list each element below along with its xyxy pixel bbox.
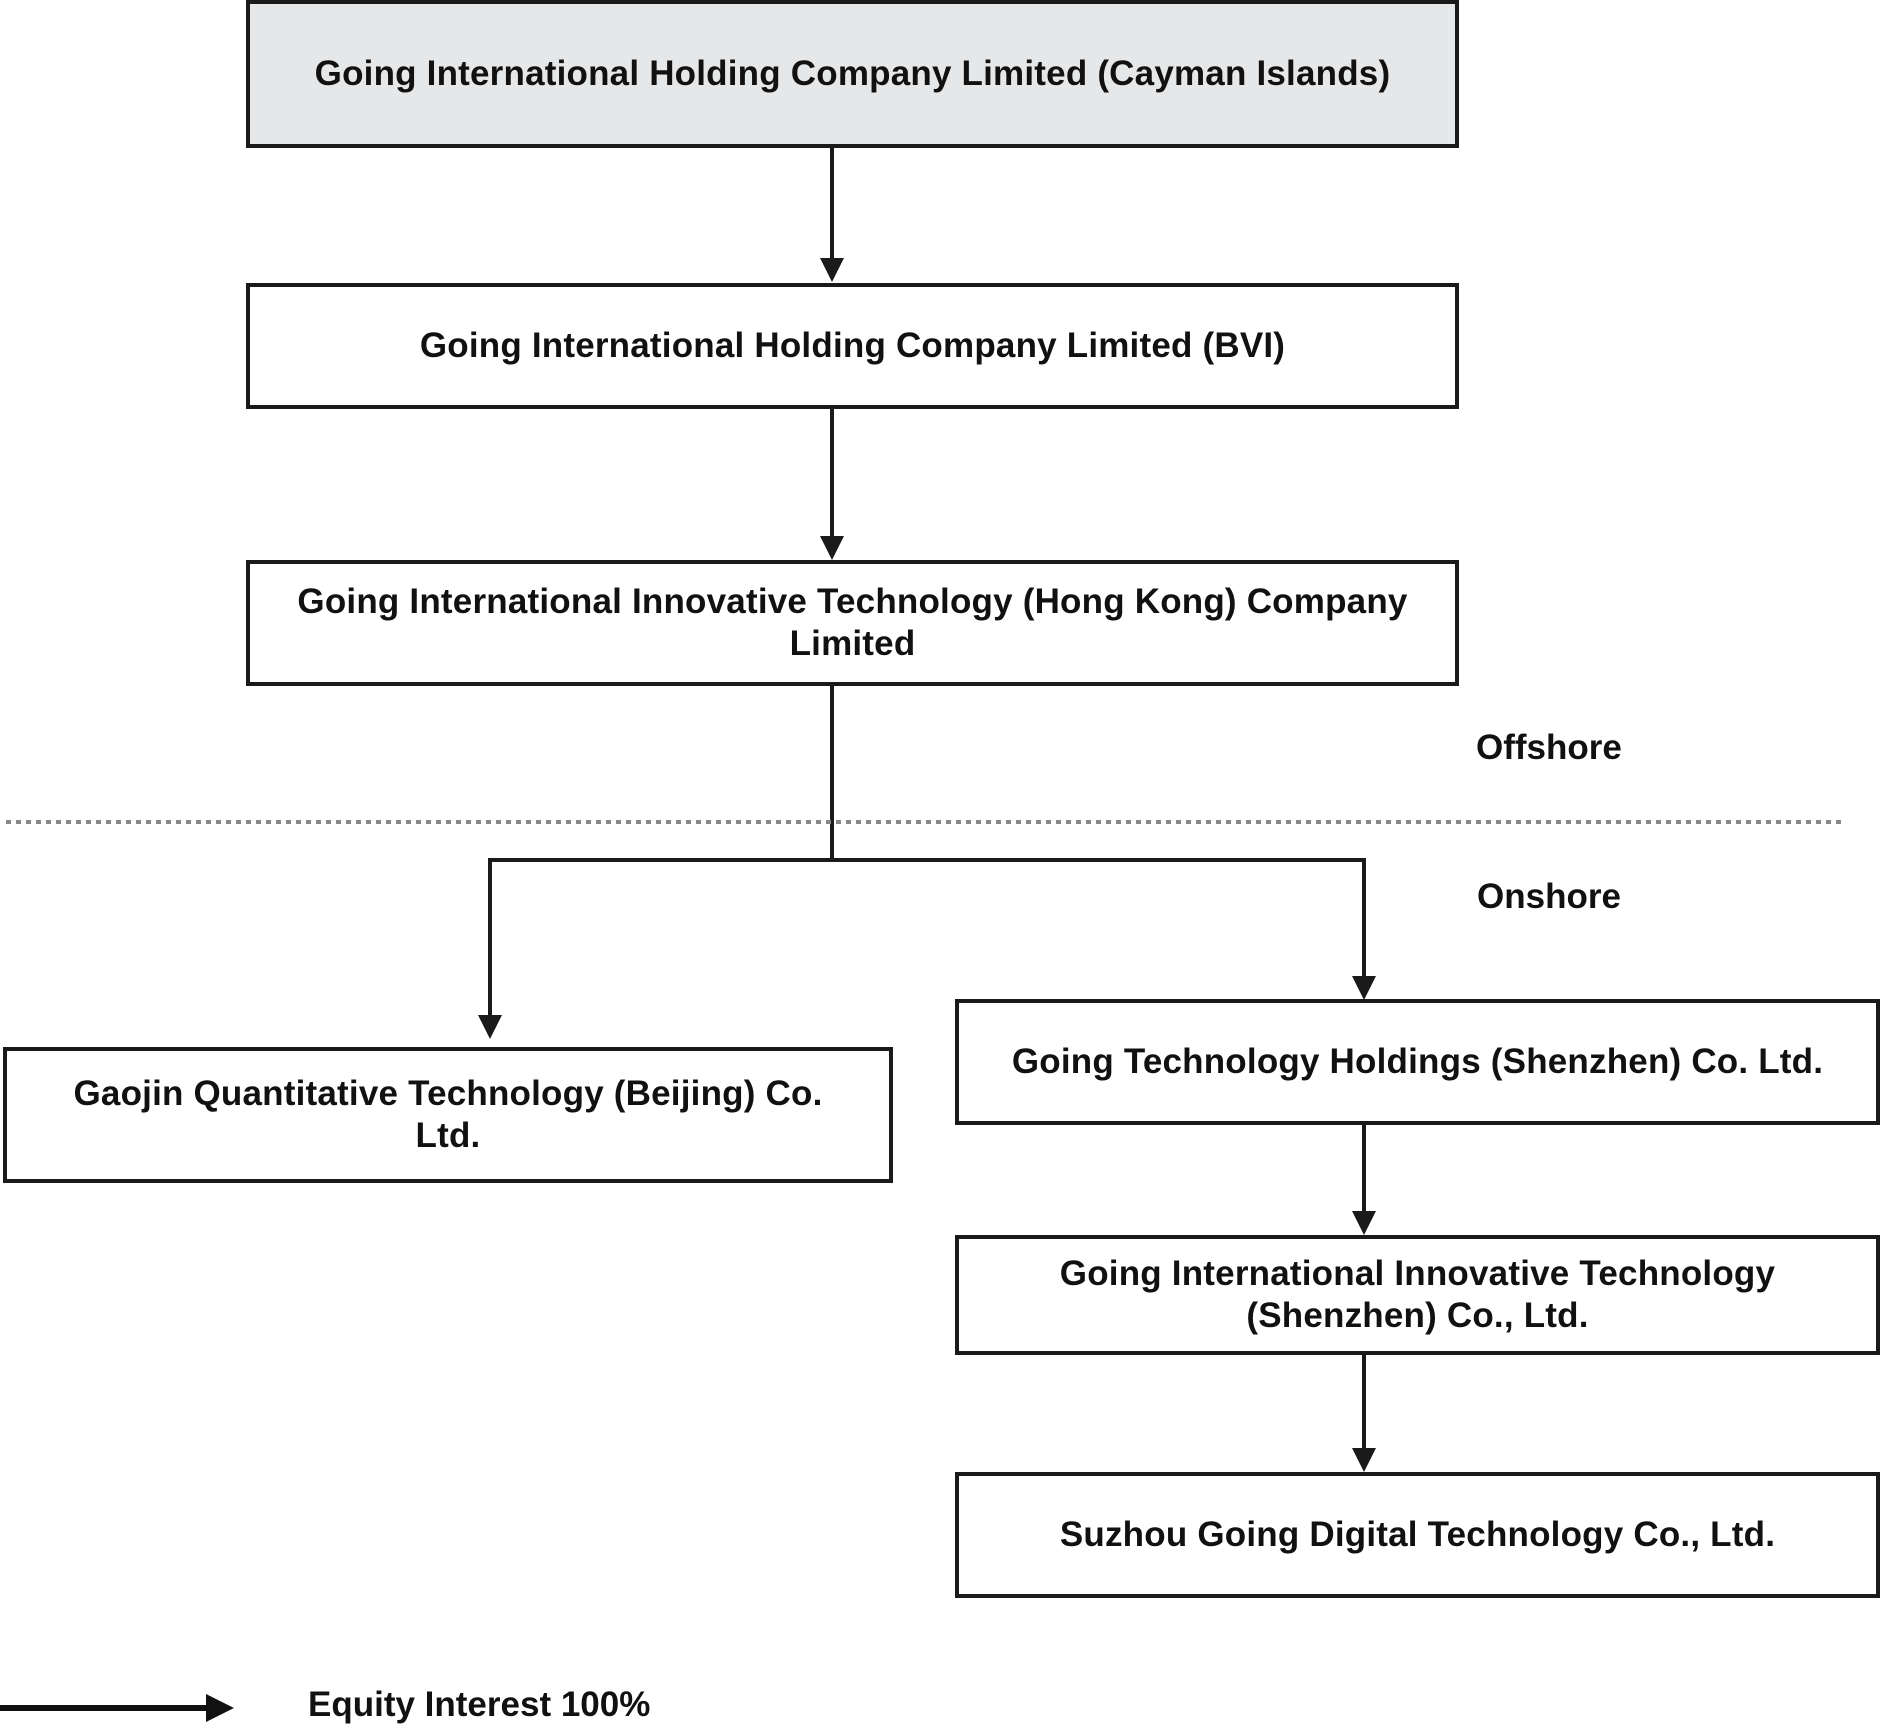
arrowhead-bvi-to-hongkong	[820, 536, 844, 560]
arrowhead-innovative-to-suzhou	[1352, 1448, 1376, 1472]
legend-arrowhead	[206, 1694, 234, 1722]
region-onshore-label: Onshore	[1477, 877, 1621, 916]
entity-hongkong-box: Going International Innovative Technolog…	[246, 560, 1459, 686]
entity-cayman-box: Going International Holding Company Limi…	[246, 0, 1459, 148]
entity-shenzhen-holdings-box: Going Technology Holdings (Shenzhen) Co.…	[955, 999, 1880, 1125]
arrowhead-to-shenzhen-holdings	[1352, 976, 1376, 1000]
entity-shenzhen-holdings-label: Going Technology Holdings (Shenzhen) Co.…	[1011, 1042, 1824, 1081]
arrowhead-to-beijing	[478, 1015, 502, 1039]
entity-cayman-label: Going International Holding Company Limi…	[314, 54, 1391, 93]
legend-equity-label: Equity Interest 100%	[308, 1685, 651, 1724]
arrowhead-cayman-to-bvi	[820, 258, 844, 282]
entity-hongkong-label: Going International Innovative Technolog…	[297, 582, 1408, 663]
entity-beijing-box: Gaojin Quantitative Technology (Beijing)…	[3, 1047, 893, 1183]
entity-beijing-label: Gaojin Quantitative Technology (Beijing)…	[73, 1074, 823, 1155]
entity-suzhou-label: Suzhou Going Digital Technology Co., Ltd…	[1059, 1515, 1776, 1554]
entity-suzhou-box: Suzhou Going Digital Technology Co., Ltd…	[955, 1472, 1880, 1598]
entity-bvi-box: Going International Holding Company Limi…	[246, 283, 1459, 409]
arrowhead-holdings-to-innovative	[1352, 1211, 1376, 1235]
region-offshore-label: Offshore	[1476, 728, 1622, 767]
entity-shenzhen-innovative-box: Going International Innovative Technolog…	[955, 1235, 1880, 1355]
entity-bvi-label: Going International Holding Company Limi…	[419, 326, 1286, 365]
entity-shenzhen-innovative-label: Going International Innovative Technolog…	[1059, 1254, 1776, 1335]
